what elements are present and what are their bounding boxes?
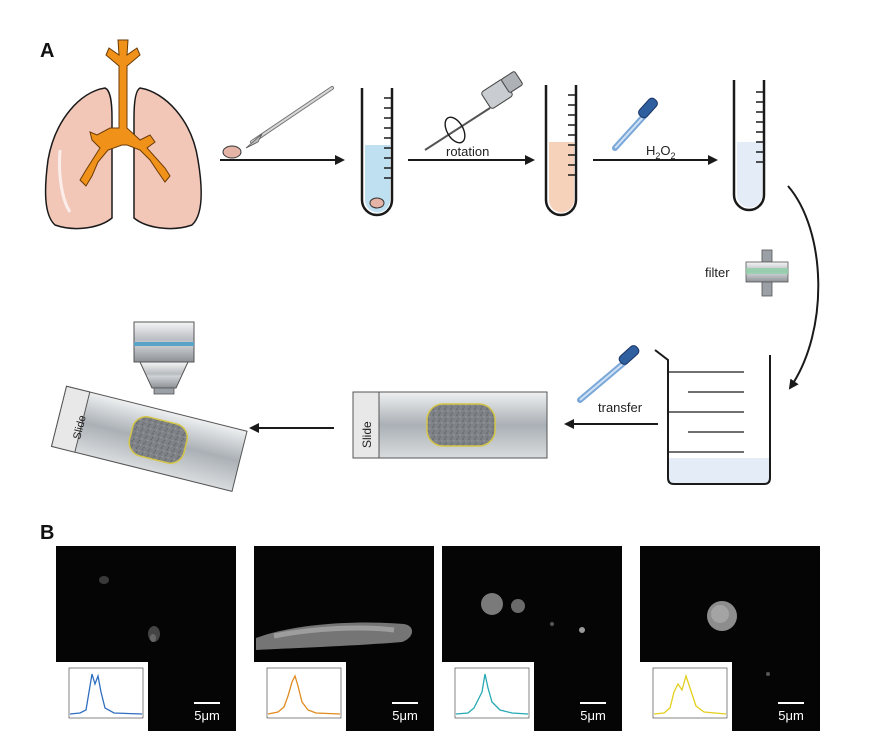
scalpel-icon [245, 86, 334, 149]
scale-label-1: 5μm [194, 708, 220, 723]
slide-tilted-icon [50, 385, 248, 492]
spectrum-inset-1 [56, 662, 148, 731]
scale-bar-2: 5μm [388, 702, 422, 723]
beaker-icon [654, 349, 771, 485]
lungs-icon [44, 39, 202, 230]
micrograph-4: 5μm [640, 546, 820, 731]
slide-tilted-label: Slide [71, 414, 89, 441]
workflow-diagram: rotation H2O2 filter tran [44, 39, 820, 492]
scale-bar-1: 5μm [190, 702, 224, 723]
filter-label: filter [705, 265, 730, 280]
transfer-dropper-icon [577, 345, 640, 403]
spectrum-curve-3 [455, 673, 529, 715]
scale-label-2: 5μm [392, 708, 418, 723]
micrograph-2: 5μm [254, 546, 434, 731]
panel-label-b: B [40, 522, 55, 544]
rotation-needle-icon [424, 71, 523, 151]
tissue-sample-icon [222, 145, 242, 159]
slide-flat-icon [352, 391, 548, 459]
slide-flat-label: Slide [360, 421, 374, 448]
scale-bar-3: 5μm [576, 702, 610, 723]
spectrum-inset-3 [442, 662, 534, 731]
transfer-label: transfer [598, 400, 643, 415]
scale-label-4: 5μm [778, 708, 804, 723]
spectrum-inset-2 [254, 662, 346, 731]
tube-light-icon [732, 80, 766, 212]
dropper-icon [612, 97, 658, 151]
micrograph-3: 5μm [442, 546, 622, 731]
filter-icon [745, 249, 789, 297]
spectrum-inset-4 [640, 662, 732, 731]
scale-label-3: 5μm [580, 708, 606, 723]
spectrum-curve-2 [267, 674, 341, 715]
spectrum-curve-1 [69, 673, 143, 715]
rotation-label: rotation [446, 144, 489, 159]
micrograph-1: 5μm [56, 546, 236, 731]
tube-blue-icon [360, 88, 394, 217]
h2o2-label: H2O2 [646, 143, 676, 161]
arrow-curve-to-beaker [787, 185, 820, 390]
panel-label-a: A [40, 40, 55, 62]
scale-bar-4: 5μm [774, 702, 808, 723]
objective-lens-icon [133, 321, 195, 395]
spectrum-curve-4 [653, 673, 727, 715]
tube-orange-icon [544, 85, 578, 217]
